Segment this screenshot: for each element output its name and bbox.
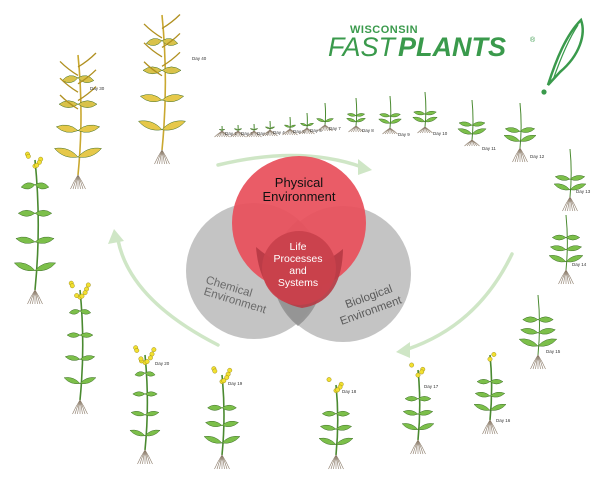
day-label: Day 11 [482, 146, 496, 151]
plant-stage: Day 8 [346, 97, 374, 133]
day-label: Day 8 [362, 128, 374, 133]
day-label: Day 1 [225, 131, 237, 136]
physical-label-line1: Physical [275, 175, 324, 190]
plant-stage: Day 20 [129, 345, 170, 465]
day-label: Day 15 [546, 349, 561, 354]
day-label: Day 20 [155, 361, 170, 366]
plant-stage: Day 3 [246, 123, 269, 138]
day-label: Day 17 [424, 384, 439, 389]
plant-stage: Day 12 [503, 102, 545, 163]
day-label: Day 19 [228, 381, 243, 386]
day-label: Day 12 [530, 154, 545, 159]
plant-stage: Day 16 [473, 352, 511, 435]
plant-stage [63, 280, 97, 415]
plant-stage: Day 14 [548, 214, 587, 285]
plant-stage: Day 40 [138, 14, 207, 165]
center-label-line4: Systems [278, 277, 318, 289]
physical-label-line2: Environment [263, 189, 336, 204]
arrow-right [406, 252, 514, 351]
center-label-line3: and [289, 265, 307, 277]
plant-stage: Day 4 [262, 120, 285, 137]
leaf-exclamation-icon [541, 17, 584, 95]
day-label: Day 13 [576, 189, 591, 194]
center-label-line2: Processes [273, 253, 322, 265]
logo-registered-mark: ® [530, 36, 536, 44]
day-label: Day 40 [192, 56, 207, 61]
day-label: Day 9 [398, 132, 410, 137]
plant-stage: Day 1 [214, 125, 237, 138]
plant-stage [13, 151, 57, 305]
day-label: Day 10 [433, 131, 448, 136]
plant-stage: Day 2 [230, 124, 253, 138]
day-label: Day 4 [273, 130, 285, 135]
plant-stage: Day 13 [553, 148, 591, 212]
plant-stage: Day 9 [378, 95, 410, 137]
arrow-top [216, 153, 364, 169]
center-blob [262, 231, 336, 305]
day-label: Day 6 [310, 128, 322, 133]
arrow-left [116, 238, 220, 347]
venn-diagram: Physical Environment Chemical Environmen… [186, 156, 411, 342]
plant-stage: Day 5 [282, 116, 305, 136]
day-label: Day 2 [241, 131, 253, 136]
day-label: Day 3 [257, 131, 269, 136]
plant-growth-stages: Day 1 Day 2 Day 3 Day 4 Day 5 Day 6 Day 7 Day 8… [13, 14, 591, 470]
plant-stage: Day 11 [457, 99, 496, 151]
logo-line-fast: FAST [328, 32, 398, 62]
plant-stage: Day 30 [54, 52, 105, 190]
day-label: Day 18 [342, 389, 357, 394]
plant-stage: Day 6 [299, 112, 322, 135]
center-label-line1: Life [290, 241, 307, 253]
logo-line-wisconsin: WISCONSIN [350, 24, 418, 36]
day-label: Day 30 [90, 86, 105, 91]
plant-stage: Day 17 [401, 362, 439, 455]
day-label: Day 7 [329, 126, 341, 131]
wisconsin-fast-plants-logo: WISCONSIN FAST PLANTS ® [328, 17, 584, 95]
cycle-arrows [116, 153, 514, 351]
logo-line-plants: PLANTS [398, 32, 506, 62]
plant-stage: Day 18 [318, 377, 357, 470]
day-label: Day 16 [496, 418, 511, 423]
day-label: Day 14 [572, 262, 587, 267]
day-label: Day 5 [293, 129, 305, 134]
plant-stage: Day 15 [518, 294, 561, 370]
plant-stage: Day 19 [203, 366, 243, 470]
plant-stage: Day 7 [316, 102, 341, 132]
plant-stage: Day 10 [412, 91, 448, 136]
arrow-heads [108, 159, 410, 358]
